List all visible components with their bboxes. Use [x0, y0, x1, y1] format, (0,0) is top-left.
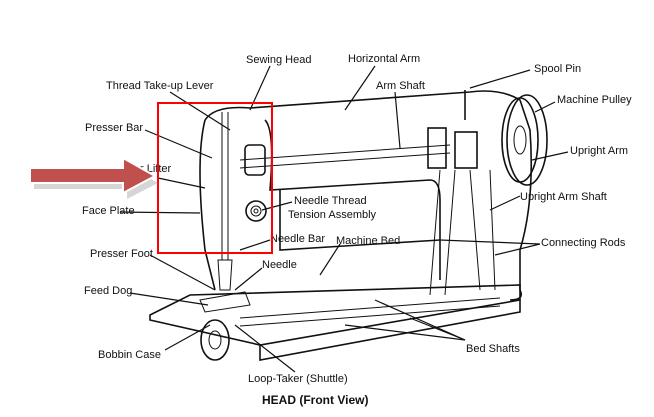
label-machine-pulley: Machine Pulley: [557, 94, 632, 106]
arrow-annotation: [29, 156, 158, 199]
diagram-title: HEAD (Front View): [262, 393, 368, 407]
label-machine-bed: Machine Bed: [336, 235, 400, 247]
machine-drawing: [149, 90, 548, 361]
label-upright-arm-shaft: Upright Arm Shaft: [520, 191, 607, 203]
label-loop-taker: Loop-Taker (Shuttle): [248, 373, 348, 385]
label-presser-bar: Presser Bar: [85, 122, 143, 134]
label-needle: Needle: [262, 259, 297, 271]
label-presser-foot: Presser Foot: [90, 248, 153, 260]
leader-lines: [119, 65, 569, 373]
label-upright-arm: Upright Arm: [570, 145, 628, 157]
label-tension-assembly: Tension Assembly: [288, 209, 377, 221]
label-sewing-head: Sewing Head: [246, 54, 311, 66]
label-bed-shafts: Bed Shafts: [466, 343, 520, 355]
label-bobbin-case: Bobbin Case: [98, 349, 161, 361]
label-needle-bar: Needle Bar: [270, 233, 325, 245]
label-thread-takeup-lever: Thread Take-up Lever: [106, 80, 214, 92]
label-feed-dog: Feed Dog: [84, 285, 132, 297]
label-arm-shaft: Arm Shaft: [376, 80, 425, 92]
label-face-plate: Face Plate: [82, 205, 135, 217]
label-spool-pin: Spool Pin: [534, 63, 581, 75]
label-horizontal-arm: Horizontal Arm: [348, 53, 420, 65]
label-connecting-rods: Connecting Rods: [541, 237, 626, 249]
label-needle-thread: Needle Thread: [294, 195, 367, 207]
highlight-box: [157, 102, 273, 254]
